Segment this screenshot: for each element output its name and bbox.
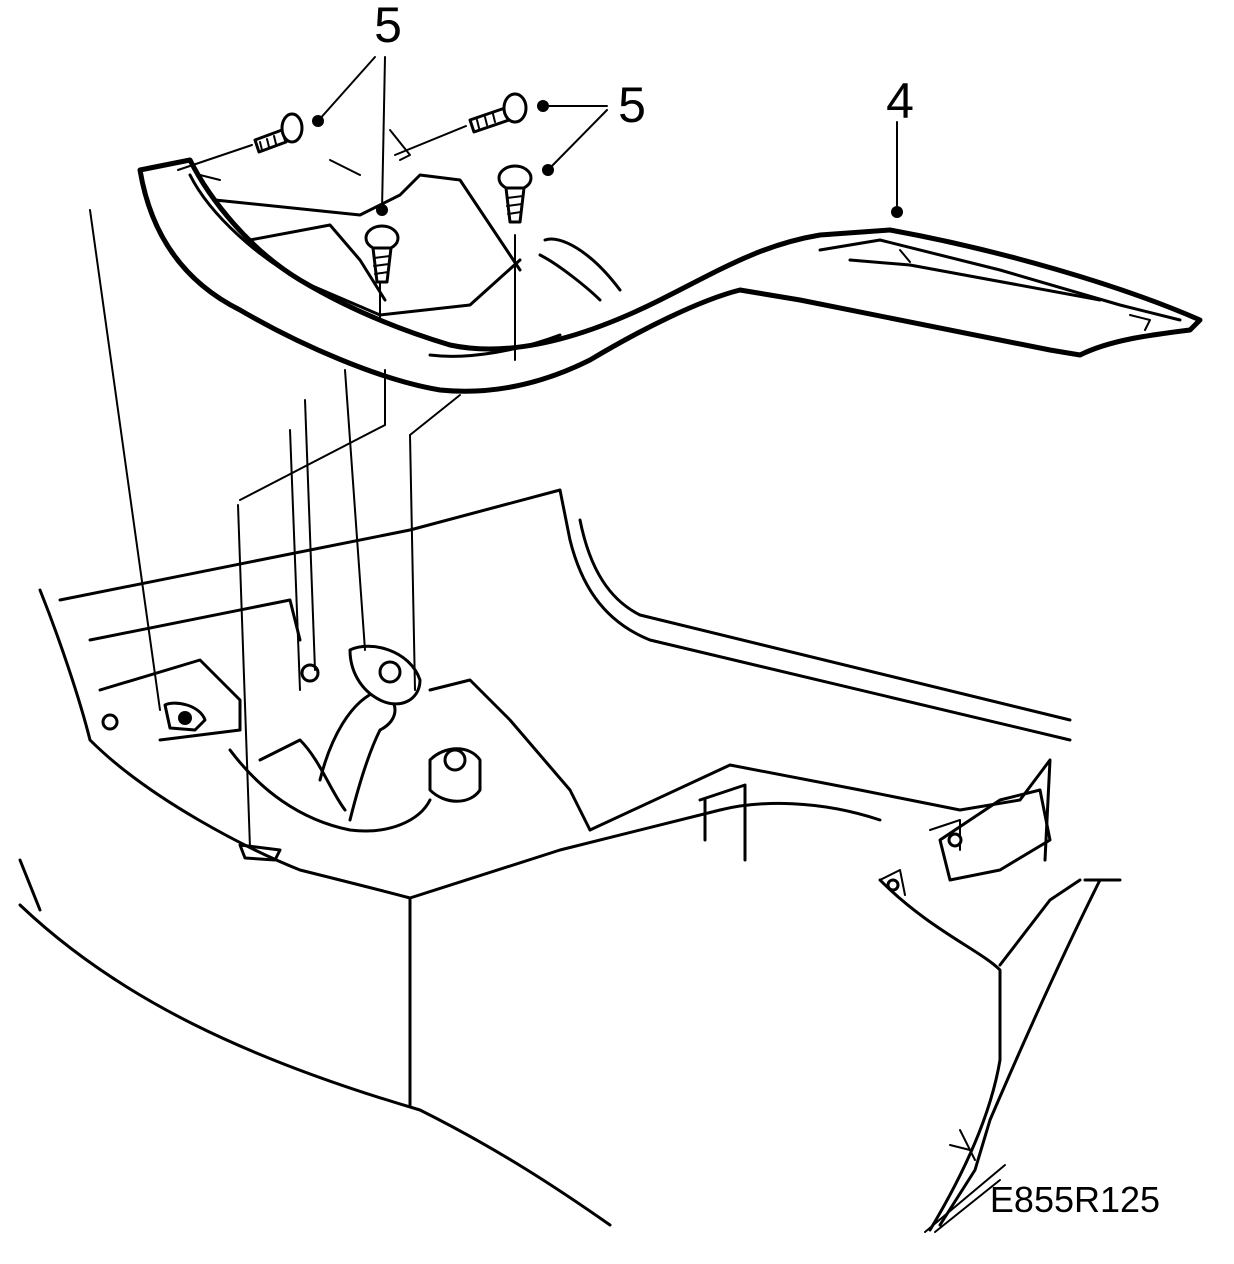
figure-reference-code: E855R125 — [990, 1179, 1160, 1220]
callout-label-5-top: 5 — [374, 0, 402, 53]
alignment-leader-lines — [89, 209, 516, 849]
screw-4 — [364, 224, 400, 284]
console-trim-panel — [137, 129, 1203, 394]
screw-3 — [497, 164, 533, 224]
callout-label-5-right: 5 — [618, 77, 646, 133]
screw-1 — [177, 112, 304, 171]
callout-label-4: 4 — [886, 73, 914, 129]
callout-leaders — [317, 56, 1006, 1233]
screw-fasteners — [177, 92, 554, 284]
screw-2 — [394, 92, 528, 156]
shifter-area — [58, 488, 1072, 862]
center-console-body — [18, 588, 1122, 1232]
